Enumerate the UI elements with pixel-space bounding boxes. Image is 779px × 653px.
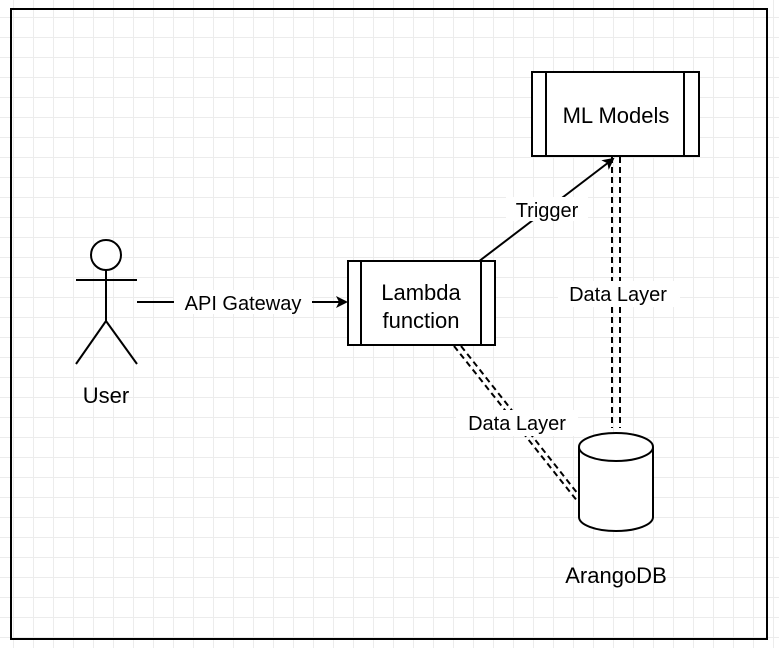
user-actor-head bbox=[90, 239, 122, 271]
data-layer-ml-edge[interactable]: Data Layer bbox=[558, 157, 680, 428]
api-gateway-label: API Gateway bbox=[185, 293, 302, 315]
data-layer-lambda-connector-a bbox=[453, 345, 579, 503]
user-actor[interactable]: User bbox=[75, 239, 138, 408]
lambda-function-node[interactable]: Lambda function bbox=[347, 260, 496, 346]
ml-models-node[interactable]: ML Models bbox=[531, 71, 700, 157]
arangodb-node[interactable]: ArangoDB bbox=[565, 432, 667, 588]
data-layer-ml-label: Data Layer bbox=[569, 284, 667, 306]
api-gateway-label-bg bbox=[174, 290, 312, 314]
arangodb-label: ArangoDB bbox=[565, 563, 667, 588]
data-layer-lambda-label: Data Layer bbox=[468, 413, 566, 435]
api-gateway-edge[interactable]: API Gateway bbox=[137, 290, 348, 315]
arangodb-cylinder-body bbox=[578, 447, 654, 532]
user-actor-leg-right bbox=[105, 320, 138, 365]
ml-models-box bbox=[531, 71, 700, 157]
arangodb-cylinder-top bbox=[578, 432, 654, 462]
user-actor-leg-left bbox=[75, 320, 107, 365]
data-layer-lambda-edge[interactable]: Data Layer bbox=[453, 345, 579, 503]
lambda-function-box bbox=[347, 260, 496, 346]
data-layer-ml-label-bg bbox=[558, 281, 680, 307]
ml-models-label: ML Models bbox=[563, 103, 670, 128]
trigger-label-bg bbox=[506, 197, 588, 221]
lambda-function-label-line2: function bbox=[382, 308, 459, 333]
trigger-label: Trigger bbox=[516, 200, 579, 222]
trigger-edge[interactable]: Trigger bbox=[477, 157, 615, 263]
diagram-frame bbox=[10, 8, 768, 640]
lambda-function-label-line1: Lambda bbox=[381, 280, 461, 305]
user-label: User bbox=[83, 383, 129, 408]
data-layer-lambda-label-bg bbox=[456, 410, 578, 436]
